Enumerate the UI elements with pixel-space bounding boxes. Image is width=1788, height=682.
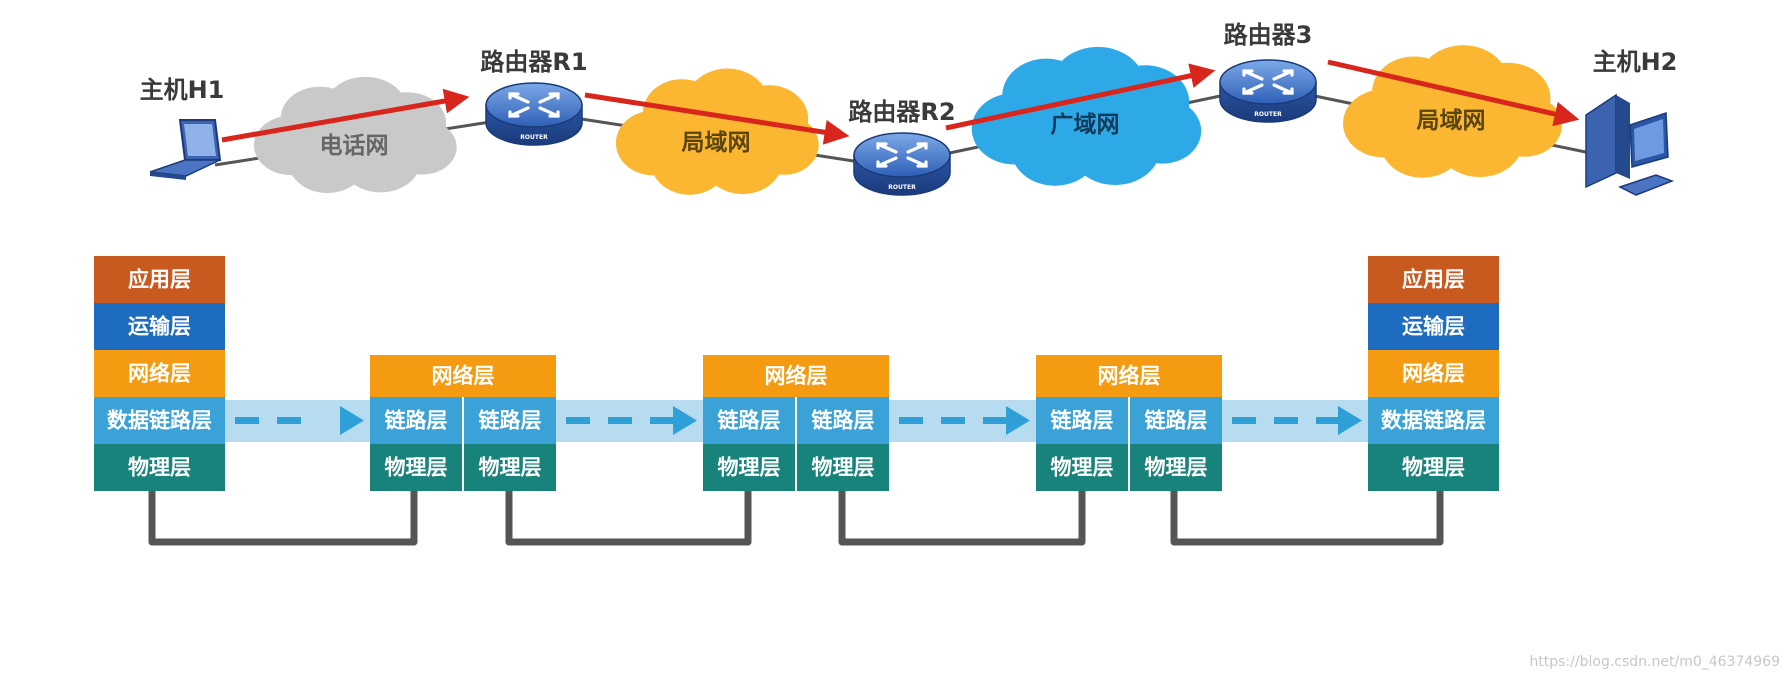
link-layer-port: 链路层 bbox=[703, 397, 795, 444]
router-r3-icon: ROUTER bbox=[1219, 59, 1317, 123]
router-r2-icon: ROUTER bbox=[853, 132, 951, 196]
physical-wires bbox=[148, 491, 1444, 546]
link-layer-port: 链路层 bbox=[370, 397, 462, 444]
physical-layer-port: 物理层 bbox=[1130, 444, 1222, 491]
svg-text:物理层: 物理层 bbox=[385, 456, 448, 480]
dashed-arrow bbox=[566, 406, 697, 435]
layer-box: 物理层 bbox=[94, 444, 225, 491]
physical-layer-port: 物理层 bbox=[1036, 444, 1128, 491]
layer-box: 运输层 bbox=[1368, 303, 1499, 350]
router-tag: ROUTER bbox=[1254, 111, 1282, 118]
link-layer-port: 链路层 bbox=[1036, 397, 1128, 444]
layer-box: 应用层 bbox=[94, 256, 225, 303]
layer-box: 运输层 bbox=[94, 303, 225, 350]
cloud-lan-2: 局域网 bbox=[1343, 45, 1562, 178]
link-layer-port: 链路层 bbox=[797, 397, 889, 444]
router-r1-label: 路由器R1 bbox=[480, 48, 587, 76]
svg-text:物理层: 物理层 bbox=[128, 456, 191, 480]
dashed-arrow bbox=[1232, 406, 1362, 435]
router-r2-label: 路由器R2 bbox=[848, 98, 955, 126]
router-r1-icon: ROUTER bbox=[485, 82, 583, 146]
physical-layer-port: 物理层 bbox=[797, 444, 889, 491]
svg-text:网络层: 网络层 bbox=[432, 364, 495, 388]
router-r3-label: 路由器3 bbox=[1224, 21, 1313, 49]
physical-wire bbox=[1170, 491, 1444, 546]
host-h1-label: 主机H1 bbox=[140, 76, 225, 104]
svg-text:物理层: 物理层 bbox=[1051, 456, 1114, 480]
cloud-lan-1: 局域网 bbox=[615, 68, 819, 195]
router-network-layer: 网络层 bbox=[1036, 355, 1222, 397]
layer-box: 数据链路层 bbox=[1368, 397, 1499, 444]
router-tag: ROUTER bbox=[520, 134, 548, 141]
datalink-bands bbox=[225, 400, 1368, 442]
physical-wire bbox=[148, 491, 418, 546]
svg-text:运输层: 运输层 bbox=[1402, 315, 1465, 339]
layer-box: 网络层 bbox=[1368, 350, 1499, 397]
svg-text:网络层: 网络层 bbox=[1402, 362, 1465, 386]
router-network-layer: 网络层 bbox=[370, 355, 556, 397]
svg-text:链路层: 链路层 bbox=[479, 409, 542, 433]
cloud-label: 广域网 bbox=[1051, 111, 1120, 138]
svg-text:网络层: 网络层 bbox=[1098, 364, 1161, 388]
host-h2-label: 主机H2 bbox=[1593, 48, 1678, 76]
layer-box: 数据链路层 bbox=[94, 397, 225, 444]
cloud-label: 局域网 bbox=[1417, 107, 1486, 134]
cloud-label: 局域网 bbox=[682, 129, 751, 156]
svg-text:链路层: 链路层 bbox=[385, 409, 448, 433]
svg-text:应用层: 应用层 bbox=[1402, 268, 1465, 292]
watermark: https://blog.csdn.net/m0_46374969 bbox=[1529, 654, 1780, 670]
dashed-arrow bbox=[899, 406, 1030, 435]
svg-text:链路层: 链路层 bbox=[812, 409, 875, 433]
svg-text:链路层: 链路层 bbox=[1145, 409, 1208, 433]
svg-text:链路层: 链路层 bbox=[1051, 409, 1114, 433]
flow-arrow-4 bbox=[1327, 59, 1580, 127]
link-layer-port: 链路层 bbox=[1130, 397, 1222, 444]
router-tag: ROUTER bbox=[888, 184, 916, 191]
flow-arrow-1 bbox=[221, 88, 470, 143]
layer-box: 物理层 bbox=[1368, 444, 1499, 491]
svg-text:网络层: 网络层 bbox=[128, 362, 191, 386]
laptop-icon bbox=[149, 119, 222, 180]
layer-box: 应用层 bbox=[1368, 256, 1499, 303]
svg-text:物理层: 物理层 bbox=[1145, 456, 1208, 480]
svg-text:运输层: 运输层 bbox=[128, 315, 191, 339]
svg-text:网络层: 网络层 bbox=[765, 364, 828, 388]
cloud-wan: 广域网 bbox=[971, 46, 1202, 186]
physical-wire bbox=[838, 491, 1086, 546]
svg-text:物理层: 物理层 bbox=[479, 456, 542, 480]
svg-text:应用层: 应用层 bbox=[128, 268, 191, 292]
svg-text:物理层: 物理层 bbox=[1402, 456, 1465, 480]
physical-layer-port: 物理层 bbox=[464, 444, 556, 491]
svg-text:数据链路层: 数据链路层 bbox=[107, 409, 212, 433]
dashed-arrow bbox=[235, 406, 364, 435]
svg-text:数据链路层: 数据链路层 bbox=[1381, 409, 1486, 433]
desktop-computer-icon bbox=[1585, 93, 1675, 196]
svg-text:物理层: 物理层 bbox=[718, 456, 781, 480]
physical-layer-port: 物理层 bbox=[370, 444, 462, 491]
link-layer-port: 链路层 bbox=[464, 397, 556, 444]
flow-arrow-3 bbox=[945, 63, 1216, 131]
flow-arrow-2 bbox=[584, 92, 850, 145]
physical-wire bbox=[505, 491, 752, 546]
svg-text:物理层: 物理层 bbox=[812, 456, 875, 480]
svg-text:链路层: 链路层 bbox=[718, 409, 781, 433]
physical-layer-port: 物理层 bbox=[703, 444, 795, 491]
cloud-phone-network: 电话网 bbox=[253, 76, 457, 193]
cloud-label: 电话网 bbox=[320, 133, 389, 159]
layer-box: 网络层 bbox=[94, 350, 225, 397]
router-network-layer: 网络层 bbox=[703, 355, 889, 397]
data-flow-arrows bbox=[221, 59, 1580, 145]
